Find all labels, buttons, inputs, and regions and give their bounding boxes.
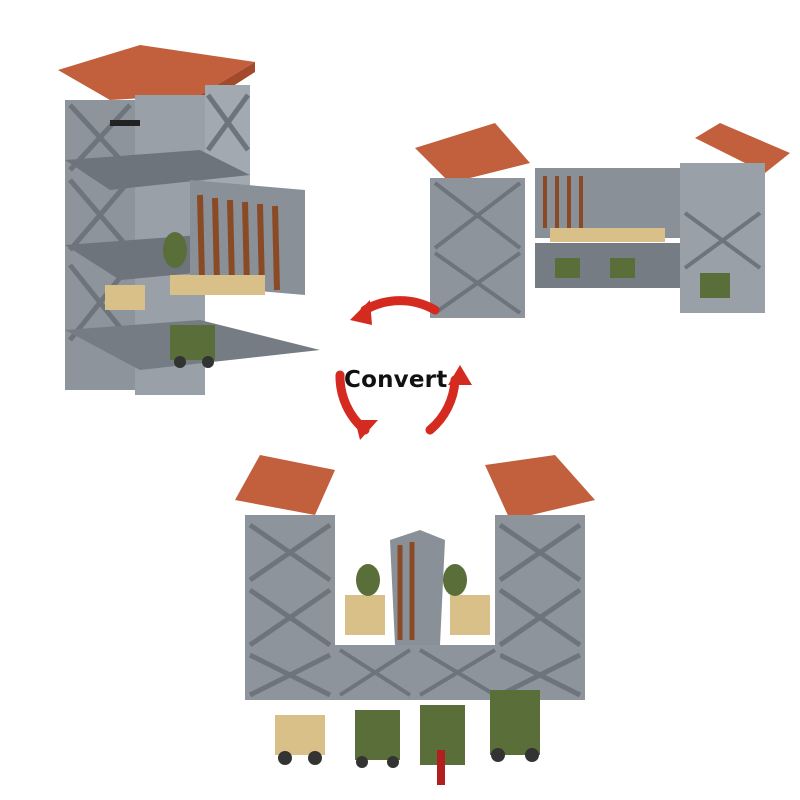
flat-wall-configuration-photo (235, 455, 595, 785)
sandbags (170, 275, 265, 295)
tower-plate (65, 150, 250, 190)
arrow-right-up-icon (425, 375, 460, 435)
left-tower-roof (235, 455, 335, 515)
olive-artillery-vehicle (490, 690, 540, 762)
olive-vehicle (170, 325, 215, 360)
arrow-top-left-icon (360, 296, 440, 315)
olive-rocket-vehicle (420, 705, 465, 785)
machine-gun (110, 120, 140, 126)
right-tower-frame (495, 515, 585, 700)
convert-arrows (335, 296, 472, 440)
center-rifle-rack (390, 530, 445, 645)
tan-jeep (275, 715, 325, 765)
right-tower-roof (695, 123, 790, 173)
center-base (335, 645, 500, 700)
olive-drum (163, 232, 187, 268)
convert-label: Convert (344, 367, 448, 393)
tower-configuration-photo (58, 45, 320, 395)
left-tower-frame (245, 515, 335, 700)
left-tower-frame (430, 178, 525, 318)
right-tower-roof (485, 455, 595, 520)
left-tower-roof (415, 123, 530, 183)
l-shaped-configuration-photo (415, 123, 790, 318)
center-wall (535, 168, 680, 238)
olive-truck (355, 710, 400, 768)
